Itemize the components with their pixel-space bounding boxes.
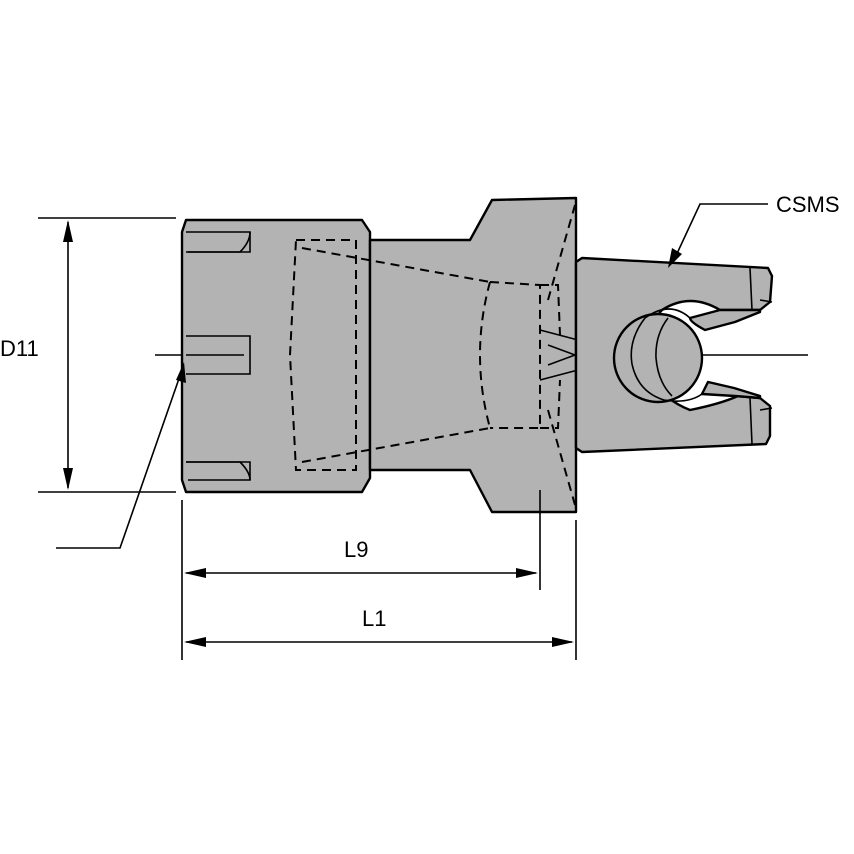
dimension-d11: [38, 217, 176, 493]
csms-leader: [668, 203, 768, 268]
shank-body: [301, 196, 579, 514]
label-l1: L1: [362, 606, 386, 631]
pin-bore: [612, 312, 704, 404]
dimension-l1: [184, 520, 577, 660]
label-l9: L9: [344, 537, 368, 562]
label-d11: D11: [0, 336, 39, 361]
dimension-l9: [181, 490, 541, 660]
csms-clevis: [574, 256, 774, 454]
d11-leader: [56, 362, 186, 549]
collet-nut: [180, 218, 372, 494]
label-csms: CSMS: [776, 192, 840, 217]
